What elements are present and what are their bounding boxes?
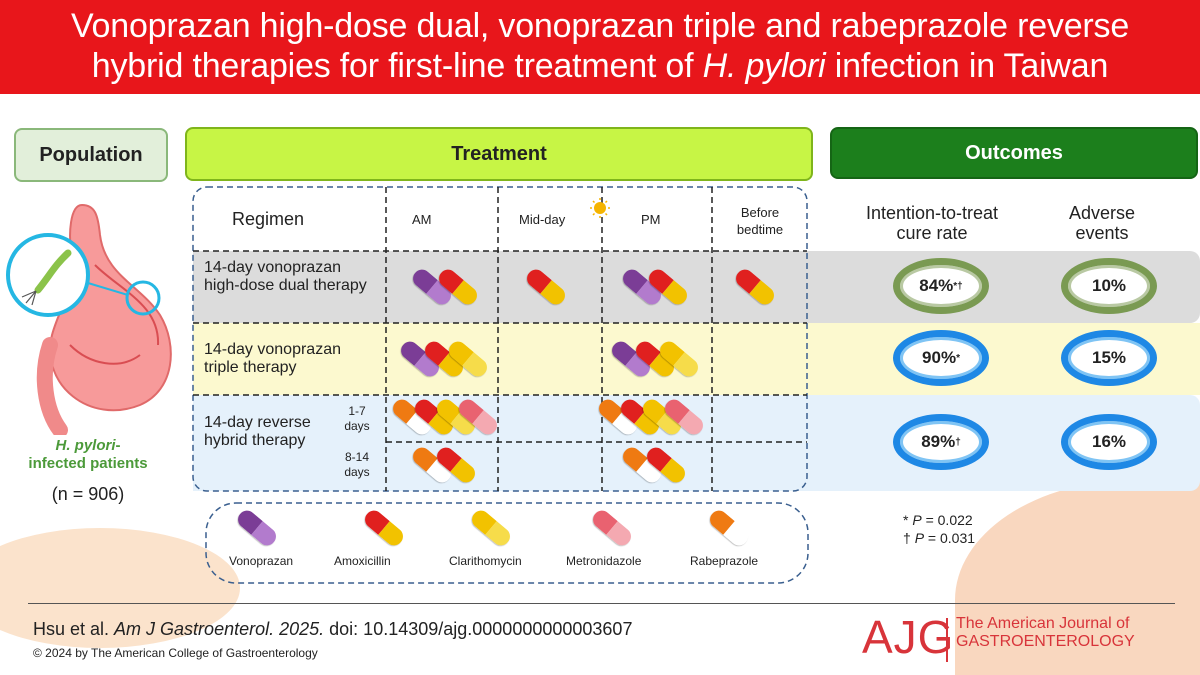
title-line-2: hybrid therapies for first-line treatmen… [91,47,1109,85]
footer-divider [28,603,1175,604]
zoom-target-icon [125,280,161,316]
legend-label-metronidazole: Metronidazole [566,554,642,568]
title-line-1: Vonoprazan high-dose dual, vonoprazan tr… [70,7,1130,45]
duodenum-shape [36,337,68,435]
population-label: H. pylori-infected patients [28,437,148,472]
ae-header: Adverse events [1068,203,1136,243]
row-bg-hybrid [193,395,1200,491]
p-value-1: * P = 0.022 [903,512,973,528]
col-header-regimen: Regimen [232,209,305,229]
regimen-label-triple: 14-day vonoprazan triple therapy [204,341,341,376]
itt-rate-triple: 90%* [893,330,989,386]
itt-header: Intention-to-treat cure rate [865,203,999,243]
ae-rate-triple: 15% [1061,330,1157,386]
citation: Hsu et al. Am J Gastroenterol. 2025. doi… [33,619,633,639]
stomach-fold-1 [94,264,160,346]
phase-label-2: 8-14 days [344,450,370,479]
stomach-illustration [6,203,172,435]
outcomes-header: Outcomes [830,127,1198,179]
population-n: (n = 906) [51,484,125,504]
zoom-line-icon [87,282,129,296]
population-header: Population [14,128,168,182]
stomach-fold-2 [69,344,141,365]
treatment-header: Treatment [185,127,813,181]
row-bg-dual [193,251,1200,323]
bacteria-icon [34,249,72,294]
legend-label-vonoprazan: Vonoprazan [229,554,294,568]
legend-label-amoxicillin: Amoxicillin [334,554,391,568]
col-header-am: AM [412,212,432,227]
col-header-bedtime: Before bedtime [736,205,784,237]
title-banner: Vonoprazan high-dose dual, vonoprazan tr… [0,0,1200,94]
phase-label-1: 1-7 days [344,404,370,433]
col-header-pm: PM [641,212,661,227]
ae-rate-hybrid: 16% [1061,414,1157,470]
col-header-midday: Mid-day [519,212,566,227]
regimen-label-hybrid: 14-day reverse hybrid therapy [204,414,311,449]
decor-blob-left [0,528,240,648]
legend-label-rabeprazole: Rabeprazole [690,554,759,568]
regimen-label-dual: 14-day vonoprazan high-dose dual therapy [204,259,367,294]
legend-label-clarithomycin: Clarithomycin [449,554,522,568]
sun-icon [590,198,610,218]
ajg-logo: AJG [862,611,955,663]
ae-rate-dual: 10% [1061,258,1157,314]
row-bg-triple [193,323,1200,395]
logo-divider [946,618,948,662]
bacteria-flagella-icon [21,290,37,306]
itt-rate-hybrid: 89%† [893,414,989,470]
p-value-2: † P = 0.031 [903,530,976,546]
itt-rate-dual: 84%*† [893,258,989,314]
copyright: © 2024 by The American College of Gastro… [33,646,318,660]
